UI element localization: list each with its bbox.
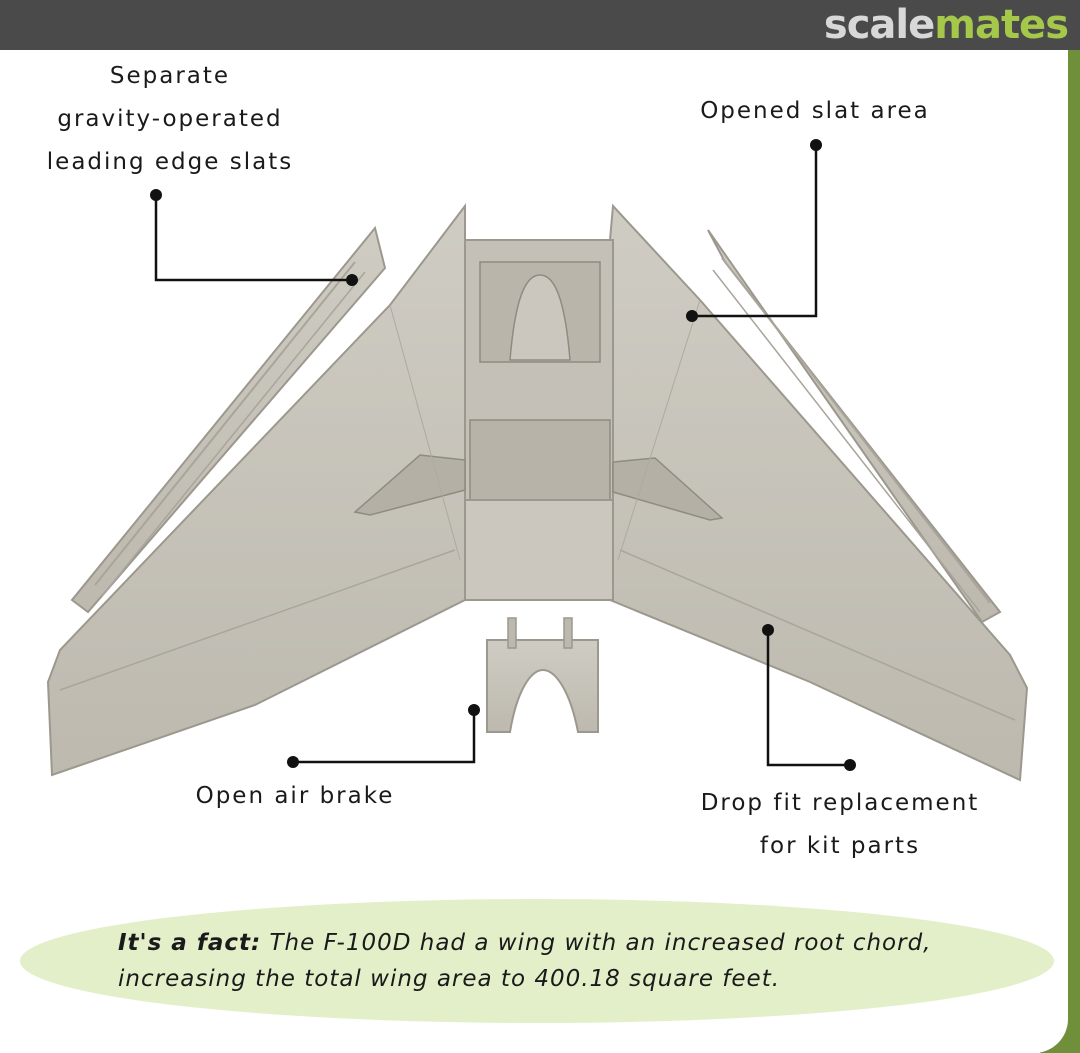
callout-line-slats bbox=[154, 195, 352, 282]
fact-body: The F-100D had a wing with an increased … bbox=[118, 930, 932, 992]
right-slat-part bbox=[707, 229, 1002, 624]
callout-line-air-brake bbox=[293, 710, 476, 764]
callout-text-line: Opened slat area bbox=[700, 98, 930, 124]
callout-dot bbox=[762, 624, 774, 636]
callout-dot bbox=[844, 759, 856, 771]
green-border bbox=[1068, 50, 1080, 1053]
callout-dot bbox=[287, 756, 299, 768]
callout-text-line: Open air brake bbox=[195, 783, 395, 809]
callout-label-air-brake: Open air brake bbox=[160, 775, 430, 818]
callout-dot bbox=[150, 189, 162, 201]
wing-part bbox=[46, 203, 1029, 782]
callout-text-line: leading edge slats bbox=[46, 149, 294, 175]
callout-line-opened-slat bbox=[692, 145, 818, 318]
brand-logo-part1: scale bbox=[823, 2, 935, 48]
callout-label-opened-slat: Opened slat area bbox=[670, 90, 960, 133]
callout-dot bbox=[686, 310, 698, 322]
callout-text-line: Drop fit replacement bbox=[700, 790, 980, 816]
fact-lead: It's a fact: bbox=[118, 930, 262, 956]
fact-ellipse bbox=[20, 899, 1054, 1023]
callout-text-line: for kit parts bbox=[759, 833, 921, 859]
callout-label-drop-fit: Drop fit replacement for kit parts bbox=[670, 782, 1010, 868]
air-brake-part bbox=[486, 617, 599, 733]
callout-text-line: gravity-operated bbox=[57, 106, 283, 132]
callout-label-slats: Separate gravity-operated leading edge s… bbox=[20, 55, 320, 184]
callout-text-line: Separate bbox=[109, 63, 231, 89]
callout-line-drop-fit bbox=[766, 630, 850, 767]
brand-logo-part2: mates bbox=[934, 2, 1069, 48]
callout-dot bbox=[468, 704, 480, 716]
left-slat-part bbox=[70, 225, 387, 614]
callout-dot bbox=[346, 274, 358, 286]
header-bar: scalemates bbox=[0, 0, 1080, 50]
brand-logo[interactable]: scalemates bbox=[823, 2, 1069, 48]
fact-text: It's a fact: The F-100D had a wing with … bbox=[118, 925, 978, 997]
callout-dot bbox=[810, 139, 822, 151]
